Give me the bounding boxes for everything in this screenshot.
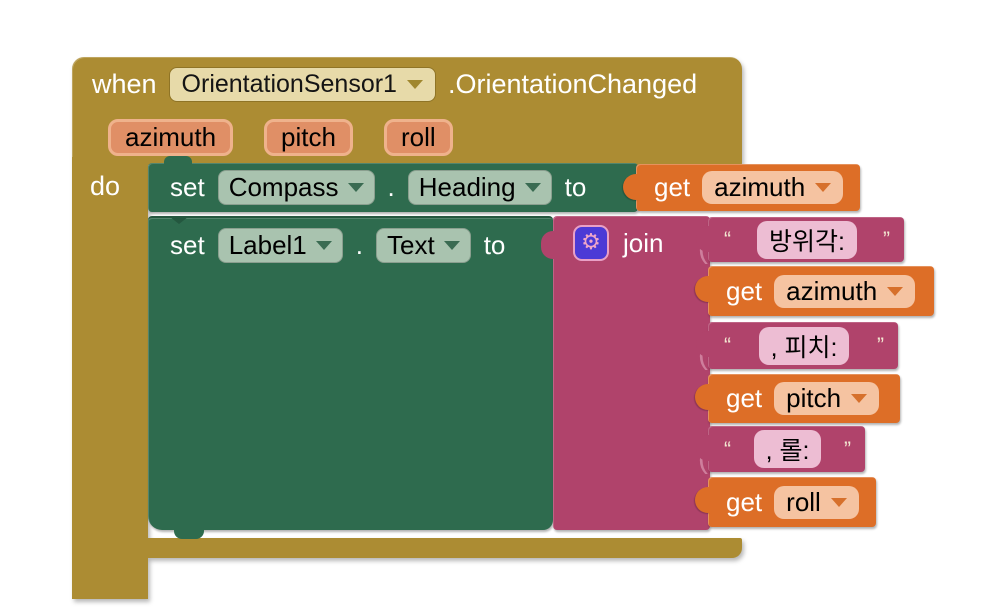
- get-azimuth-block[interactable]: get azimuth: [623, 164, 860, 211]
- get-azimuth-block[interactable]: get azimuth: [695, 266, 934, 316]
- event-params-row: azimuth pitch roll: [108, 119, 453, 156]
- text-string-block[interactable]: “ 방위각: ”: [696, 217, 904, 262]
- event-name-label: .OrientationChanged: [447, 69, 698, 99]
- chevron-down-icon: [406, 80, 423, 89]
- get-keyword: get: [654, 172, 691, 202]
- text-property-dropdown[interactable]: Text: [376, 227, 471, 263]
- string-text-field[interactable]: , 피치:: [758, 326, 850, 365]
- compass-component-name: Compass: [228, 172, 339, 202]
- when-block-footer: [72, 538, 742, 558]
- gear-glyph: ⚙: [581, 230, 601, 255]
- when-keyword: when: [92, 69, 157, 99]
- param-chip-roll[interactable]: roll: [383, 119, 453, 156]
- get-keyword: get: [726, 383, 763, 413]
- pitch-variable-dropdown[interactable]: pitch: [774, 382, 880, 415]
- heading-property-name: Heading: [418, 172, 516, 202]
- mutator-gear-icon[interactable]: ⚙: [573, 225, 609, 261]
- heading-property-dropdown[interactable]: Heading: [407, 170, 552, 205]
- string-text-field[interactable]: , 롤:: [753, 430, 822, 468]
- param-chip-azimuth[interactable]: azimuth: [108, 119, 234, 156]
- variable-name: azimuth: [786, 275, 878, 306]
- text-property-name: Text: [387, 229, 435, 260]
- join-label: join: [623, 227, 664, 258]
- when-event-block[interactable]: when OrientationSensor1 .OrientationChan…: [72, 57, 744, 599]
- chevron-down-icon: [851, 394, 868, 403]
- text-string-block[interactable]: “ , 롤: ”: [696, 426, 865, 472]
- chevron-down-icon: [443, 240, 460, 250]
- set-compass-heading-block[interactable]: set Compass . Heading to: [148, 156, 638, 212]
- chevron-down-icon: [524, 183, 541, 192]
- label1-component-name: Label1: [228, 229, 307, 260]
- label1-component-dropdown[interactable]: Label1: [217, 227, 343, 263]
- join-block[interactable]: ⚙ join ( ( (: [541, 216, 710, 530]
- variable-name: pitch: [786, 383, 842, 413]
- param-chip-pitch[interactable]: pitch: [264, 119, 353, 156]
- variable-name: roll: [786, 486, 821, 517]
- chevron-down-icon: [347, 183, 364, 192]
- set-label1-text-block[interactable]: set Label1 . Text to: [148, 216, 553, 539]
- azimuth-variable-dropdown[interactable]: azimuth: [702, 171, 844, 204]
- to-label: to: [564, 172, 587, 202]
- close-quote: ”: [877, 334, 884, 357]
- to-label: to: [483, 229, 506, 260]
- chevron-down-icon: [830, 497, 847, 507]
- get-keyword: get: [726, 486, 763, 517]
- text-string-block[interactable]: “ , 피치: ”: [696, 322, 898, 369]
- compass-component-dropdown[interactable]: Compass: [217, 170, 375, 205]
- get-roll-block[interactable]: get roll: [695, 477, 876, 527]
- open-quote: “: [724, 334, 731, 357]
- chevron-down-icon: [315, 240, 332, 250]
- dot-separator: .: [387, 172, 395, 202]
- get-keyword: get: [726, 275, 763, 306]
- event-component-name: OrientationSensor1: [181, 70, 397, 98]
- open-quote: “: [724, 228, 731, 251]
- do-label: do: [90, 171, 121, 201]
- open-quote: “: [724, 437, 731, 461]
- chevron-down-icon: [887, 286, 904, 296]
- set-keyword: set: [170, 229, 205, 260]
- set-keyword: set: [170, 172, 205, 202]
- roll-variable-dropdown[interactable]: roll: [774, 485, 859, 519]
- dot-separator: .: [355, 229, 363, 260]
- chevron-down-icon: [815, 183, 832, 192]
- close-quote: ”: [882, 228, 890, 251]
- get-pitch-block[interactable]: get pitch: [695, 374, 900, 423]
- azimuth-variable-dropdown[interactable]: azimuth: [774, 274, 916, 308]
- event-component-dropdown[interactable]: OrientationSensor1: [168, 67, 436, 102]
- close-quote: ”: [844, 437, 851, 461]
- string-text-field[interactable]: 방위각:: [757, 220, 857, 259]
- when-block-left-column: [72, 157, 148, 599]
- variable-name: azimuth: [714, 172, 806, 202]
